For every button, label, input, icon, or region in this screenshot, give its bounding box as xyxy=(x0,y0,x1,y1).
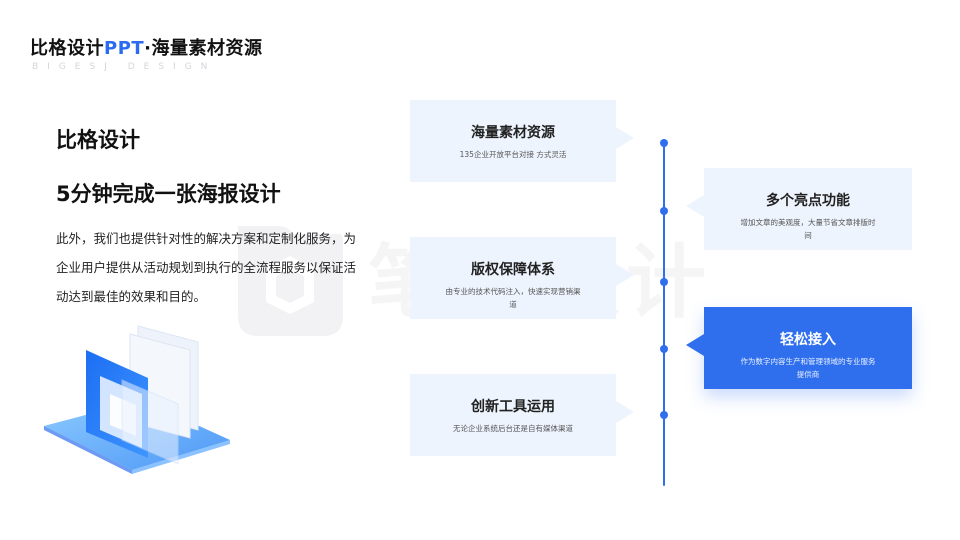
card-title: 海量素材资源 xyxy=(471,125,555,141)
card-title: 轻松接入 xyxy=(780,332,836,348)
card-desc: 由专业的技术代码注入，快速实现营销渠道 xyxy=(445,287,581,309)
card-title: 创新工具运用 xyxy=(471,399,555,415)
title-accent: PPT xyxy=(104,38,145,59)
card-title: 版权保障体系 xyxy=(471,262,555,278)
card-desc: 无论企业系统后台还是自有媒体渠道 xyxy=(453,424,573,433)
feature-card: 海量素材资源 135企业开放平台对接 方式灵活 xyxy=(410,100,634,182)
card-pointer xyxy=(686,195,704,217)
card-pointer xyxy=(616,127,634,149)
heading-primary: 比格设计 xyxy=(56,128,140,152)
card-pointer xyxy=(616,401,634,423)
page-subtitle: BIGESJ DESIGN xyxy=(32,62,217,72)
card-pointer xyxy=(616,264,634,286)
title-prefix: 比格设计 xyxy=(30,38,104,59)
feature-card: 多个亮点功能 增加文章的美观度，大量节省文章排版时间 xyxy=(686,168,912,250)
timeline-dot xyxy=(660,207,668,215)
card-pointer xyxy=(686,334,704,356)
heading-secondary: 5分钟完成一张海报设计 xyxy=(56,182,281,206)
timeline-dot xyxy=(660,139,668,147)
screens-illustration-icon xyxy=(44,325,230,474)
title-suffix: ·海量素材资源 xyxy=(144,38,263,59)
intro-paragraph: 此外，我们也提供针对性的解决方案和定制化服务，为企业用户提供从活动规划到执行的全… xyxy=(56,231,357,304)
card-desc: 135企业开放平台对接 方式灵活 xyxy=(459,150,567,159)
timeline-dot xyxy=(660,411,668,419)
timeline-dot xyxy=(660,345,668,353)
feature-card: 创新工具运用 无论企业系统后台还是自有媒体渠道 xyxy=(410,374,634,456)
feature-card: 版权保障体系 由专业的技术代码注入，快速实现营销渠道 xyxy=(410,237,634,319)
card-desc: 增加文章的美观度，大量节省文章排版时间 xyxy=(740,218,876,240)
card-desc: 作为数字内容生产和管理领域的专业服务提供商 xyxy=(740,357,876,379)
card-title: 多个亮点功能 xyxy=(766,193,850,209)
timeline-line xyxy=(663,142,665,486)
timeline-dot xyxy=(660,278,668,286)
page-title: 比格设计PPT·海量素材资源 xyxy=(30,34,263,60)
feature-card-active: 轻松接入 作为数字内容生产和管理领域的专业服务提供商 xyxy=(686,307,912,389)
